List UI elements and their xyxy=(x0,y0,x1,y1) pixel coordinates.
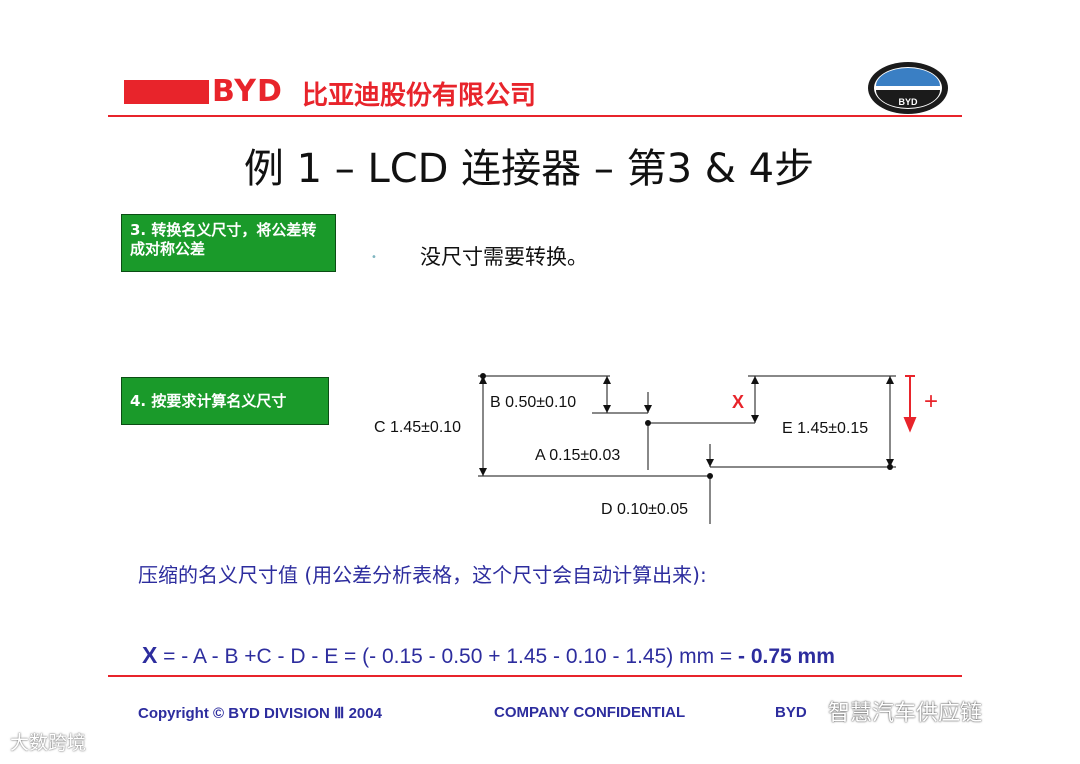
brand-red-bar xyxy=(124,80,209,104)
footer-copyright: Copyright © BYD DIVISION Ⅲ 2004 xyxy=(138,705,382,722)
arrowhead xyxy=(886,376,894,384)
source-watermark: 大数跨境 xyxy=(10,732,87,754)
bullet-dot: • xyxy=(371,252,377,263)
datum-dot xyxy=(480,373,486,379)
datum-dot xyxy=(645,420,651,426)
label-b: B 0.50±0.10 xyxy=(490,394,576,411)
step3-text: 没尺寸需要转换。 xyxy=(420,245,588,269)
emblem-text: BYD xyxy=(898,97,918,107)
bottom-divider xyxy=(108,675,962,677)
label-e: E 1.45±0.15 xyxy=(782,420,868,437)
formula-x: X xyxy=(142,642,158,668)
arrowhead xyxy=(603,405,611,413)
footer-confidential: COMPANY CONFIDENTIAL xyxy=(494,704,686,721)
step3-label-box: 3. 转换名义尺寸，将公差转成对称公差 xyxy=(121,214,336,272)
byd-wordmark: BYD xyxy=(212,74,283,109)
label-d: D 0.10±0.05 xyxy=(601,501,688,518)
compress-description: 压缩的名义尺寸值 (用公差分析表格，这个尺寸会自动计算出来): xyxy=(138,563,707,587)
step4-label-box: 4. 按要求计算名义尺寸 xyxy=(121,377,329,425)
byd-emblem-icon: BYD xyxy=(868,62,948,114)
arrowhead xyxy=(479,376,487,384)
tolerance-stack-diagram: C 1.45±0.10 B 0.50±0.10 A 0.15±0.03 D 0.… xyxy=(374,373,938,524)
direction-arrowhead xyxy=(903,417,917,433)
arrowhead xyxy=(644,405,652,413)
top-divider xyxy=(108,115,962,117)
arrowhead xyxy=(603,376,611,384)
arrowhead xyxy=(706,459,714,467)
formula: X = - A - B +C - D - E = (- 0.15 - 0.50 … xyxy=(142,642,835,669)
footer-right: BYD xyxy=(775,704,807,721)
arrowhead xyxy=(479,468,487,476)
slide-title: 例 1 – LCD 连接器 – 第3 & 4步 xyxy=(243,146,815,192)
formula-expression: = - A - B +C - D - E = (- 0.15 - 0.50 + … xyxy=(157,645,739,668)
label-c: C 1.45±0.10 xyxy=(374,419,461,436)
datum-dot xyxy=(887,464,893,470)
formula-result: - 0.75 mm xyxy=(738,645,835,668)
company-name: 比亚迪股份有限公司 xyxy=(302,81,537,111)
datum-dot xyxy=(707,473,713,479)
label-plus: + xyxy=(924,388,938,415)
label-a: A 0.15±0.03 xyxy=(535,447,620,464)
arrowhead xyxy=(751,415,759,423)
arrowhead xyxy=(751,376,759,384)
label-x: X xyxy=(732,392,744,412)
arrowhead xyxy=(886,459,894,467)
wechat-watermark: 智慧汽车供应链 xyxy=(828,701,983,726)
